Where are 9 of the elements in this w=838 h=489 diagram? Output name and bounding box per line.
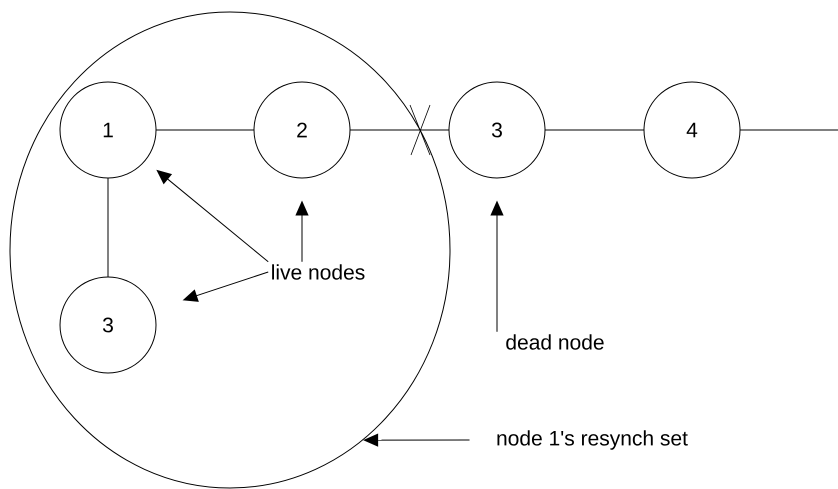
annotation-text: live nodes (272, 264, 364, 280)
circle-node: 3 (448, 82, 546, 178)
circle-node: 4 (644, 82, 740, 178)
circle-node: 2 (254, 82, 350, 178)
annotation-text: node 1's resynch set (497, 430, 688, 450)
circle-node: 3 (60, 276, 156, 374)
annotation-text: dead node (506, 334, 604, 350)
circle-node: 1 (60, 82, 156, 178)
set-ellipse (10, 12, 450, 488)
